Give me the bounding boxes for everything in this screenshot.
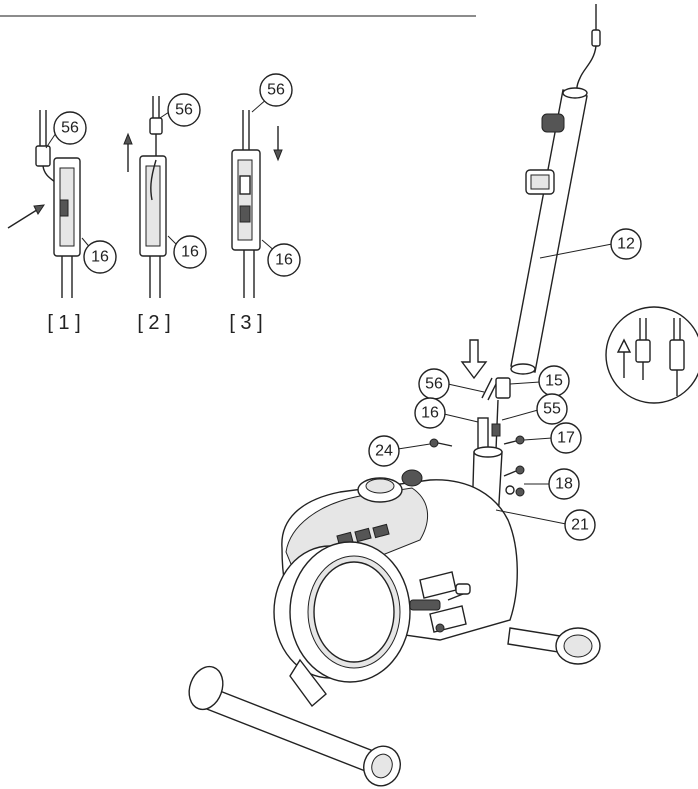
step-3-illustration [231,110,283,298]
callout-56-step2-label: 56 [175,102,193,119]
callout-56-step1-label: 56 [61,120,79,137]
step-1-label: [ 1 ] [47,312,80,334]
callout-16-step2-label: 16 [181,244,199,261]
callout-21-label: 21 [571,517,589,534]
callout-56-main: 56 [418,368,450,400]
callout-21: 21 [564,509,596,541]
callout-55: 55 [536,393,568,425]
callout-12-label: 12 [617,236,635,253]
callout-16-main-label: 16 [421,405,439,422]
callout-16-step3-label: 16 [275,252,293,269]
callout-16-step1-label: 16 [91,249,109,266]
callout-56-step3: 56 [259,73,293,107]
callout-18: 18 [548,468,580,500]
callout-17: 17 [550,422,582,454]
bike-illustration [188,4,601,787]
callout-12: 12 [610,228,642,260]
step-3-label: [ 3 ] [229,312,262,334]
callout-16-step2: 16 [173,235,207,269]
callout-56-step3-label: 56 [267,82,285,99]
callout-16-step3: 16 [267,243,301,277]
callout-56-step2: 56 [167,93,201,127]
step-2-illustration [123,96,167,298]
callout-16-step1: 16 [83,240,117,274]
callout-56-main-label: 56 [425,376,443,393]
connector-detail-inset [605,306,698,404]
step-2-label: [ 2 ] [137,312,170,334]
callout-24: 24 [368,435,400,467]
callout-24-label: 24 [375,443,393,460]
callout-16-main: 16 [414,397,446,429]
callout-15-label: 15 [545,373,563,390]
callout-55-label: 55 [543,401,561,418]
callout-18-label: 18 [555,476,573,493]
callout-15: 15 [538,365,570,397]
callout-56-step1: 56 [53,111,87,145]
callout-17-label: 17 [557,430,575,447]
step-1-illustration [7,110,81,298]
